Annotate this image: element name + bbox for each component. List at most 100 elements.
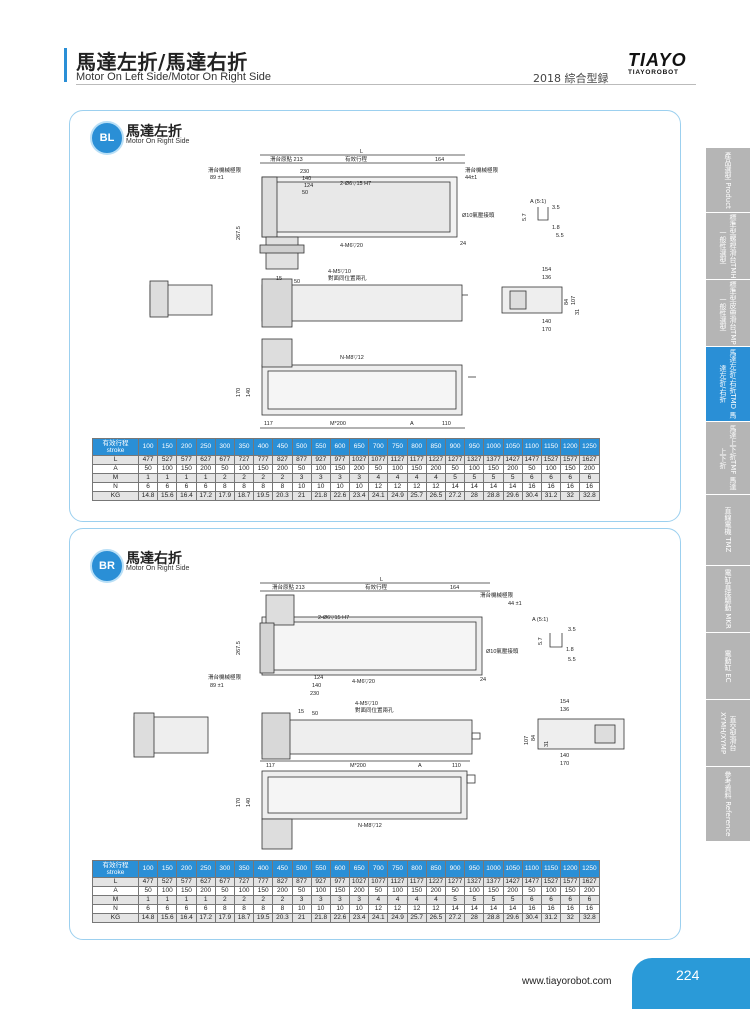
table-cell: 16 bbox=[560, 482, 581, 492]
table-cell: 2 bbox=[233, 473, 255, 483]
dim-5-5: 5.5 bbox=[568, 657, 576, 663]
stroke-cell: 900 bbox=[444, 860, 466, 878]
dim-107: 107 bbox=[571, 296, 577, 305]
table-cell: 14 bbox=[464, 482, 485, 492]
footer-url[interactable]: www.tiayorobot.com bbox=[522, 976, 612, 987]
label-hole: 2-Ø6▽15 H7 bbox=[318, 615, 349, 621]
table-cell: 4 bbox=[387, 895, 408, 905]
table-cell: 4 bbox=[368, 473, 389, 483]
side-tab-tmd[interactable]: 馬達左折/右折TMD 馬達左折/右折 bbox=[706, 347, 750, 422]
table-cell: 6 bbox=[157, 482, 178, 492]
side-tab-mkr[interactable]: 電缸直接驅動 MKR bbox=[706, 566, 750, 633]
stroke-cell: 600 bbox=[329, 860, 351, 878]
table-cell: 6 bbox=[560, 895, 581, 905]
dim-slide-origin: 滑台原點 213 bbox=[270, 155, 303, 163]
table-cell: 3 bbox=[310, 473, 331, 483]
stroke-cell: 450 bbox=[272, 860, 293, 878]
dim-h170: 170 bbox=[236, 798, 242, 807]
dim-slide-origin: 滑台原點 213 bbox=[272, 583, 305, 591]
table-cell: 150 bbox=[253, 886, 274, 896]
table-cell: 977 bbox=[329, 877, 351, 887]
table-cell: 577 bbox=[176, 455, 197, 465]
side-tab-tmh[interactable]: 標準型螺桿滑台TMH 一般性選型 bbox=[706, 213, 750, 280]
table-cell: 100 bbox=[233, 464, 255, 474]
table-cell: 31.2 bbox=[540, 491, 562, 501]
table-cell: 1 bbox=[157, 473, 178, 483]
table-cell: 17.9 bbox=[214, 913, 235, 923]
table-cell: 32.8 bbox=[579, 491, 600, 501]
section-badge: BL bbox=[90, 121, 124, 155]
table-cell: 100 bbox=[157, 886, 178, 896]
table-cell: 10 bbox=[329, 904, 351, 914]
stroke-cell: 1200 bbox=[560, 438, 581, 456]
stroke-cell: 850 bbox=[425, 438, 447, 456]
table-cell: 527 bbox=[157, 455, 178, 465]
side-tab-reference[interactable]: 參考資料 Reference bbox=[706, 767, 750, 842]
stroke-cell: 700 bbox=[368, 438, 389, 456]
table-cell: 22.6 bbox=[329, 913, 351, 923]
side-tab-tmz[interactable]: 直線電機 TMZ bbox=[706, 495, 750, 566]
table-cell: 150 bbox=[560, 886, 581, 896]
table-cell: 927 bbox=[310, 877, 331, 887]
stroke-cell: 250 bbox=[195, 438, 216, 456]
row-label: M bbox=[92, 473, 139, 483]
dim-136: 136 bbox=[560, 707, 569, 713]
dim-stroke: 有效行程 bbox=[365, 583, 388, 591]
label-m5: 4-M5▽10 bbox=[328, 269, 351, 275]
stroke-cell: 750 bbox=[387, 438, 408, 456]
section-badge: BR bbox=[90, 549, 124, 583]
table-cell: 1477 bbox=[521, 877, 542, 887]
side-tab-tmp[interactable]: 標準型皮帶滑台TMP 一般性選型 bbox=[706, 280, 750, 347]
row-label: L bbox=[92, 877, 139, 887]
table-cell: 527 bbox=[157, 877, 178, 887]
side-tab-xym[interactable]: 直交型滑台 XYMH/XYMP bbox=[706, 700, 750, 767]
dim-1-8: 1.8 bbox=[552, 225, 560, 231]
dim-136: 136 bbox=[542, 275, 551, 281]
table-cell: 6 bbox=[540, 895, 562, 905]
table-cell: 150 bbox=[560, 464, 581, 474]
side-tab-tmf[interactable]: 馬達上下折TMF 馬達上下折 bbox=[706, 422, 750, 495]
section-bl-drawing: L 滑台原點 213 有效行程 164 滑台機械極限 89 ±1 滑台機械極限 … bbox=[149, 149, 581, 429]
dim-L: L bbox=[360, 149, 363, 155]
table-cell: 1577 bbox=[560, 455, 581, 465]
table-cell: 8 bbox=[253, 482, 274, 492]
stroke-cell: 1100 bbox=[521, 860, 542, 878]
stroke-cell: 350 bbox=[233, 860, 255, 878]
table-cell: 977 bbox=[329, 455, 351, 465]
table-cell: 6 bbox=[521, 473, 542, 483]
table-cell: 16 bbox=[540, 482, 562, 492]
header-en: stroke bbox=[106, 869, 125, 876]
dim-84: 84 bbox=[564, 299, 570, 305]
table-cell: 2 bbox=[233, 895, 255, 905]
table-cell: 150 bbox=[406, 886, 427, 896]
table-cell: 2 bbox=[253, 895, 274, 905]
table-cell: 5 bbox=[464, 473, 485, 483]
table-cell: 22.6 bbox=[329, 491, 351, 501]
table-cell: 18.7 bbox=[233, 491, 255, 501]
side-tab-product[interactable]: 產品選型 Product bbox=[706, 148, 750, 213]
table-cell: 12 bbox=[368, 904, 389, 914]
table-cell: 17.2 bbox=[195, 913, 216, 923]
label-m6: 4-M6▽20 bbox=[340, 243, 363, 249]
table-cell: 50 bbox=[291, 886, 312, 896]
table-cell: 14 bbox=[444, 904, 466, 914]
stroke-cell: 800 bbox=[406, 860, 427, 878]
table-cell: 29.6 bbox=[502, 491, 523, 501]
table-cell: 100 bbox=[157, 464, 178, 474]
label-limit-left-val: 89 ±1 bbox=[210, 683, 224, 689]
table-cell: 8 bbox=[214, 482, 235, 492]
table-cell: 12 bbox=[406, 482, 427, 492]
dim-50: 50 bbox=[302, 190, 308, 196]
table-cell: 10 bbox=[349, 482, 370, 492]
table-cell: 12 bbox=[425, 482, 447, 492]
table-cell: 50 bbox=[214, 886, 235, 896]
label-limit-right-val: 44±1 bbox=[465, 175, 477, 181]
table-cell: 1227 bbox=[425, 455, 447, 465]
table-cell: 4 bbox=[406, 895, 427, 905]
side-tab-ec[interactable]: 電動缸 EC bbox=[706, 633, 750, 700]
